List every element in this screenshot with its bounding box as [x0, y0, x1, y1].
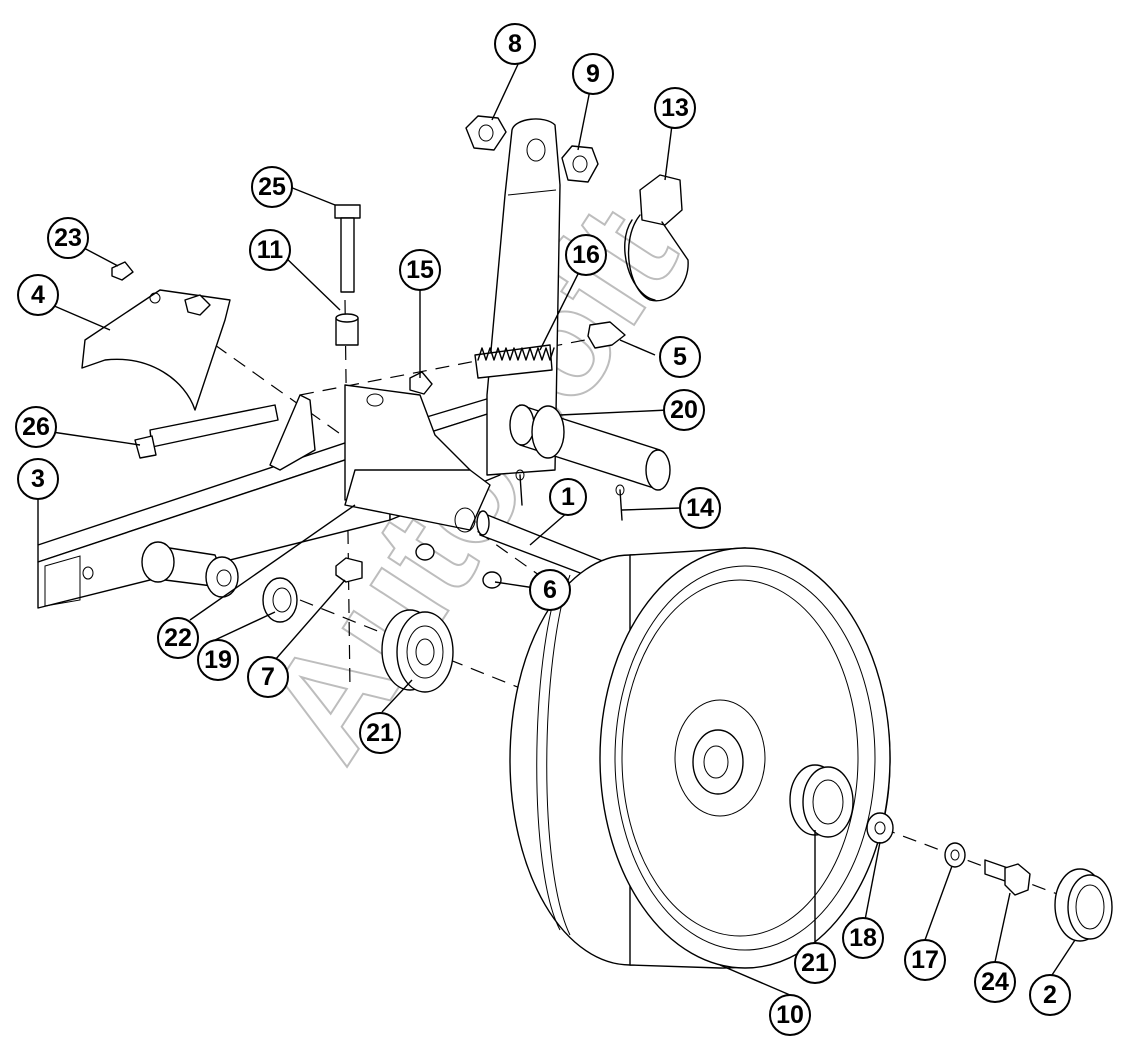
- callout-15: 15: [399, 249, 441, 291]
- callout-20-label: 20: [670, 396, 698, 424]
- callout-4: 4: [17, 274, 59, 316]
- callout-5: 5: [659, 336, 701, 378]
- wing-bolt: [587, 321, 626, 349]
- callout-26: 26: [15, 406, 57, 448]
- callout-1-label: 1: [561, 483, 575, 511]
- callout-16-label: 16: [572, 241, 600, 269]
- callout-16: 16: [565, 234, 607, 276]
- callout-3: 3: [17, 458, 59, 500]
- callout-8-label: 8: [508, 30, 522, 58]
- callout-23: 23: [47, 217, 89, 259]
- washer-19: [262, 577, 298, 623]
- callout-21a-label: 21: [366, 719, 394, 747]
- cotter-pins: [515, 469, 625, 521]
- callout-24-label: 24: [981, 968, 1009, 996]
- callout-8: 8: [494, 23, 536, 65]
- callout-14: 14: [679, 487, 721, 529]
- callout-19: 19: [197, 639, 239, 681]
- callout-22-label: 22: [164, 624, 192, 652]
- callout-11: 11: [249, 229, 291, 271]
- callouts: 1 2 3 4 5 6 7 8 9 10 11 13 14 15 16 17 1…: [15, 23, 1071, 1036]
- callout-17-label: 17: [911, 946, 939, 974]
- callout-2: 2: [1029, 974, 1071, 1016]
- small-nuts: [335, 371, 502, 589]
- callout-25-label: 25: [258, 173, 286, 201]
- callout-7: 7: [247, 656, 289, 698]
- callout-9: 9: [572, 53, 614, 95]
- lynch-pin: [624, 174, 689, 302]
- callout-25: 25: [251, 166, 293, 208]
- callout-3-label: 3: [31, 465, 45, 493]
- callout-24: 24: [974, 961, 1016, 1003]
- callout-23-label: 23: [54, 224, 82, 252]
- callout-10-label: 10: [776, 1001, 804, 1029]
- bearing-left: [381, 609, 454, 693]
- nuts-top: [465, 115, 599, 183]
- callout-6-label: 6: [543, 576, 557, 604]
- callout-17: 17: [904, 939, 946, 981]
- callout-20: 20: [663, 389, 705, 431]
- callout-7-label: 7: [261, 663, 275, 691]
- callout-6: 6: [529, 569, 571, 611]
- callout-15-label: 15: [406, 256, 434, 284]
- bearing-right: [789, 764, 854, 838]
- callout-2-label: 2: [1043, 981, 1057, 1009]
- bolt-and-sleeve: [334, 204, 361, 346]
- adjustment-arm: [474, 118, 561, 476]
- scraper-plate: [81, 261, 231, 411]
- callout-19-label: 19: [204, 646, 232, 674]
- callout-13-label: 13: [661, 94, 689, 122]
- callout-22: 22: [157, 617, 199, 659]
- hub-bolt: [984, 859, 1031, 896]
- callout-1: 1: [549, 478, 587, 516]
- callout-21b: 21: [794, 942, 836, 984]
- spring: [477, 347, 555, 361]
- callout-11-label: 11: [257, 236, 284, 264]
- wheel: [509, 547, 891, 969]
- pivot-shaft: [509, 404, 671, 491]
- callout-5-label: 5: [673, 343, 687, 371]
- callout-18-label: 18: [849, 924, 877, 952]
- mounting-bracket: [269, 384, 491, 533]
- callout-21b-label: 21: [801, 949, 829, 977]
- callout-4-label: 4: [31, 281, 45, 309]
- long-bolt: [134, 404, 279, 459]
- callout-9-label: 9: [586, 60, 600, 88]
- callout-26-label: 26: [22, 413, 50, 441]
- hub-cap: [1054, 868, 1113, 942]
- spacer-bushing: [141, 541, 239, 598]
- callout-13: 13: [654, 87, 696, 129]
- callout-18: 18: [842, 917, 884, 959]
- callout-21a: 21: [359, 712, 401, 754]
- callout-10: 10: [769, 994, 811, 1036]
- leader-lines: [37, 59, 1076, 996]
- washers-right: [866, 812, 966, 868]
- callout-14-label: 14: [686, 494, 714, 522]
